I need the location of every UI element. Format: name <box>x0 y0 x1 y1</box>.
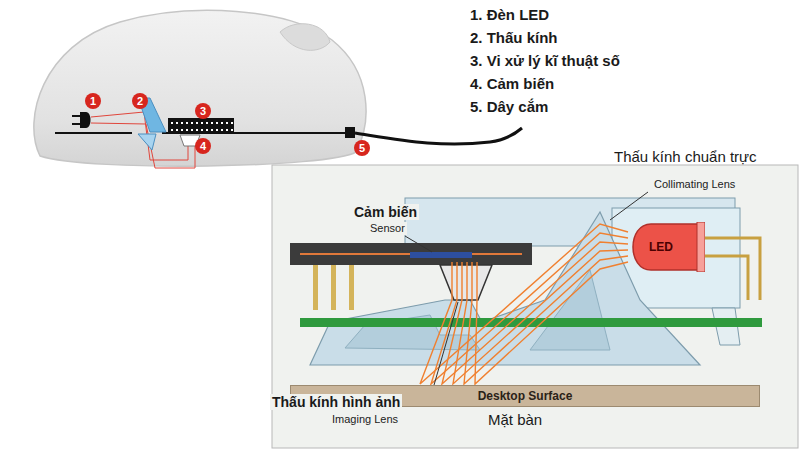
board-line <box>55 132 132 134</box>
pin <box>331 265 336 310</box>
part-label-en: Sensor <box>368 222 407 235</box>
led-symbol <box>80 112 91 128</box>
callout-text: 2 <box>137 95 143 107</box>
dsp-chip <box>168 118 234 132</box>
light-ray <box>420 224 628 384</box>
leader-line <box>610 192 648 220</box>
callout-number: 3 <box>195 103 211 119</box>
led-leg <box>72 123 80 125</box>
led-leg <box>72 115 80 117</box>
prism-lens <box>138 134 156 150</box>
callout-number: 5 <box>354 140 370 156</box>
light-ray <box>475 262 628 384</box>
led-bulb: LED <box>625 222 705 272</box>
led-leg <box>705 256 748 300</box>
led-text: LED <box>649 240 673 254</box>
legend-item: 2. Thấu kính <box>470 29 558 46</box>
sensor-chip <box>410 252 472 258</box>
callout-number: 1 <box>85 93 101 109</box>
part-label-en: Imaging Lens <box>330 413 400 426</box>
imaging-lens <box>440 265 492 300</box>
leader-line <box>405 236 432 252</box>
callout-text: 1 <box>90 95 96 107</box>
chip-pins <box>168 118 234 132</box>
light-ray <box>431 233 628 384</box>
callout-number: 2 <box>132 93 148 109</box>
led-leg <box>705 238 760 300</box>
housing-base <box>310 212 700 365</box>
callout-text: 5 <box>359 142 365 154</box>
pin <box>313 265 318 310</box>
led-dome <box>633 224 699 270</box>
part-label: Thấu kính chuẩn trực <box>614 148 757 165</box>
board-line <box>162 132 346 134</box>
legend-item: 5. Dây cắm <box>470 98 548 115</box>
led-rim <box>697 222 705 272</box>
callout-text: 4 <box>200 140 206 152</box>
legend-item: 1. Đèn LED <box>470 6 549 23</box>
light-rays <box>420 224 628 384</box>
light-ray <box>453 250 628 384</box>
legend-item: 3. Vi xử lý kĩ thuật số <box>470 52 620 69</box>
housing-cavity <box>530 270 610 350</box>
mouse-body <box>34 10 366 166</box>
part-label: Mặt bàn <box>486 411 544 428</box>
leader-line <box>432 302 458 392</box>
light-ray <box>442 242 628 384</box>
sensor-board <box>290 243 532 265</box>
part-label-en: Collimating Lens <box>652 178 737 191</box>
cable <box>355 128 522 144</box>
surface-text: Desktop Surface <box>478 389 573 403</box>
pin <box>349 265 354 310</box>
part-label: Thấu kính hình ảnh <box>270 394 402 410</box>
light-ray <box>464 256 628 384</box>
callout-text: 3 <box>200 105 206 117</box>
callout-number: 4 <box>195 138 211 154</box>
part-label: Cảm biến <box>352 204 419 220</box>
legend-item: 4. Cảm biến <box>470 75 554 92</box>
scroll-wheel <box>280 24 330 51</box>
cable-plug <box>345 127 355 138</box>
